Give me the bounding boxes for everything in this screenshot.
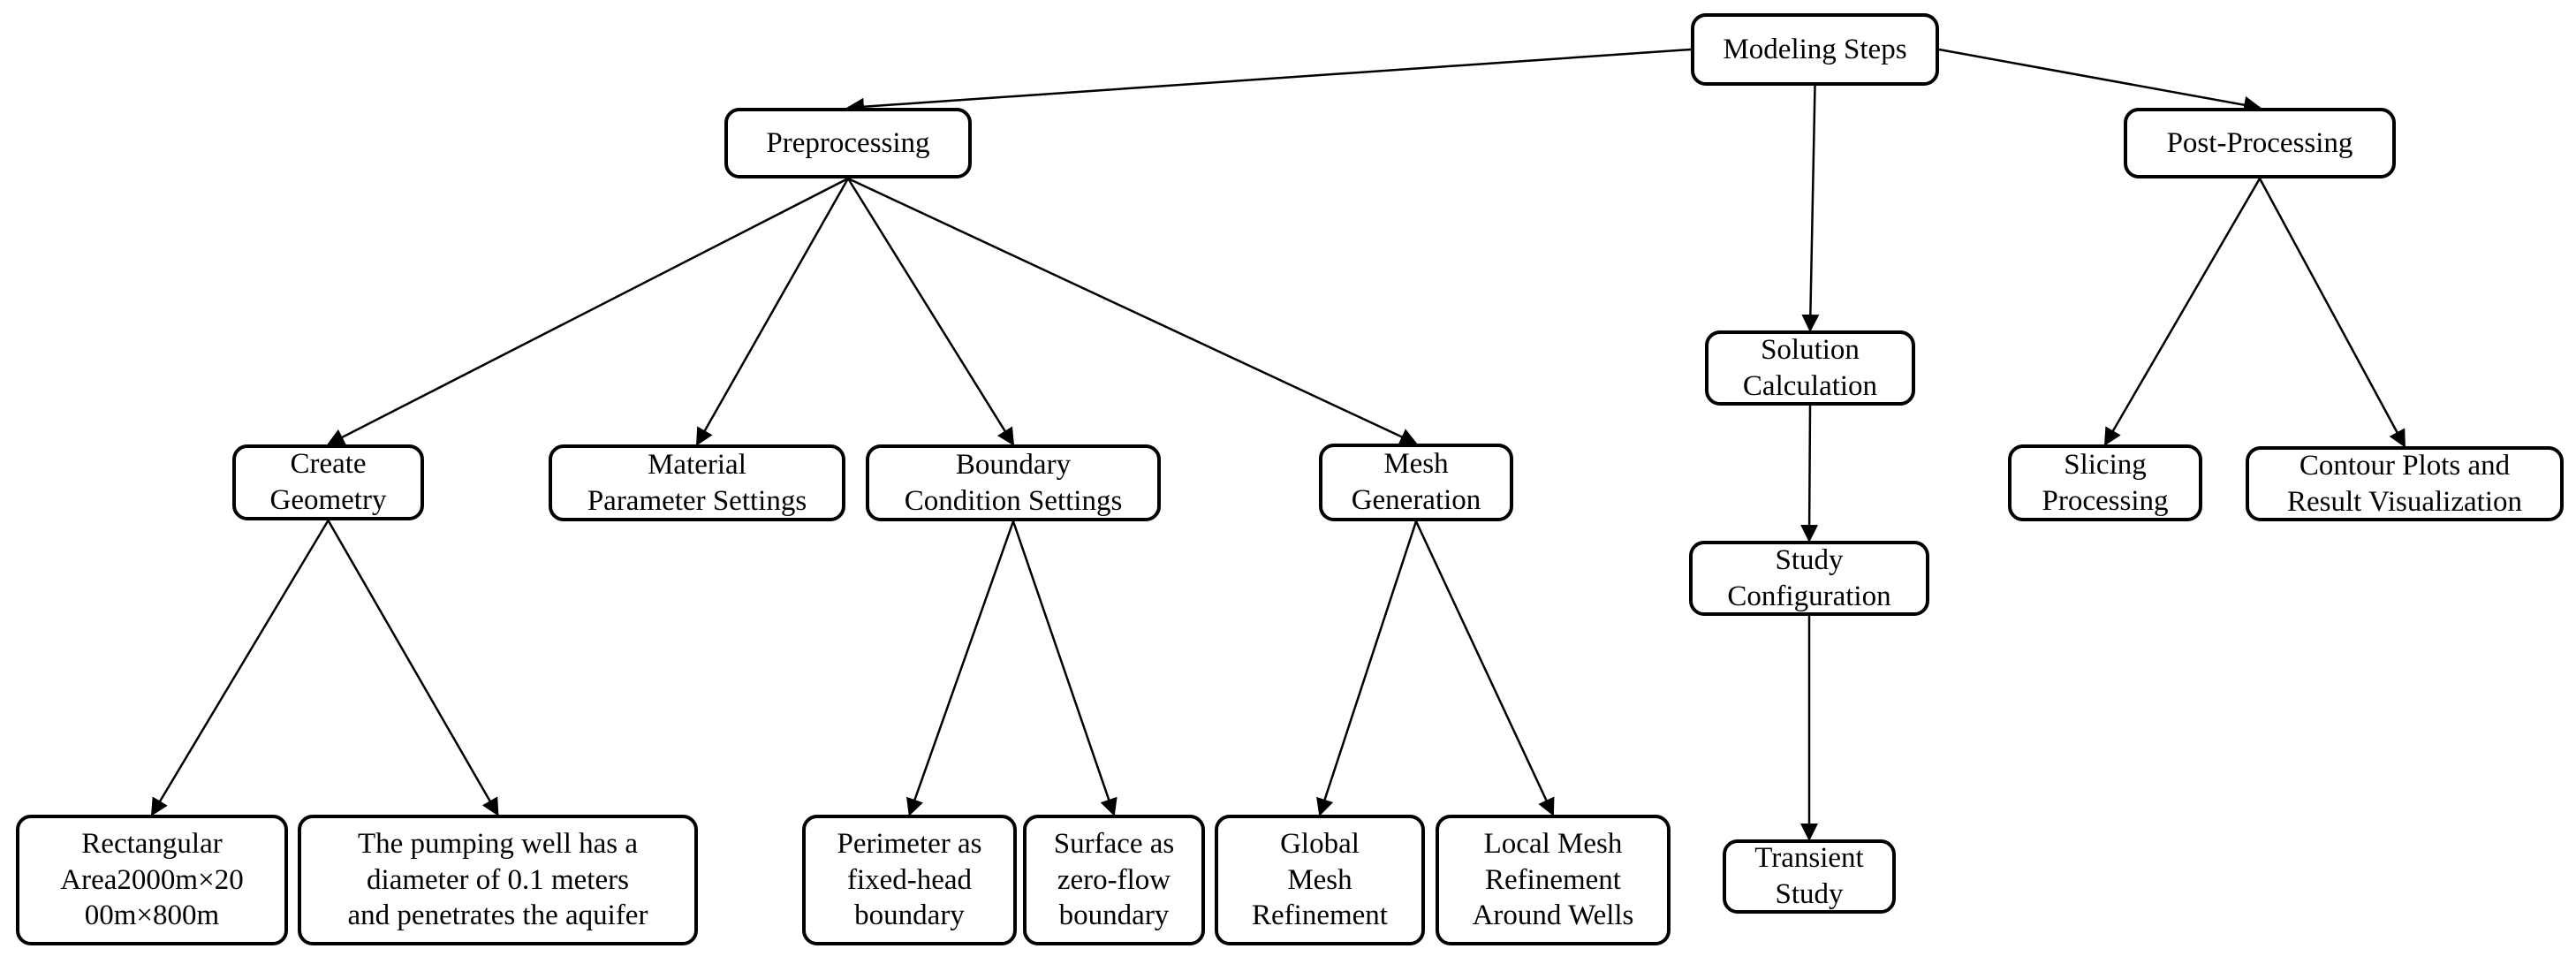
node-study-configuration: Study Configuration: [1689, 541, 1929, 616]
node-solution-calculation: Solution Calculation: [1705, 330, 1915, 406]
node-pumping-well: The pumping well has a diameter of 0.1 m…: [298, 815, 698, 945]
node-mesh-generation: Mesh Generation: [1319, 444, 1513, 521]
node-transient-study: Transient Study: [1723, 839, 1896, 914]
node-surface-zero-flow: Surface as zero-flow boundary: [1023, 815, 1205, 945]
node-slicing-processing: Slicing Processing: [2008, 444, 2202, 521]
node-preprocessing: Preprocessing: [724, 108, 972, 178]
node-modeling-steps: Modeling Steps: [1691, 13, 1939, 86]
node-post-processing: Post-Processing: [2124, 108, 2396, 178]
node-create-geometry: Create Geometry: [232, 444, 424, 520]
node-perimeter-fixed-head: Perimeter as fixed-head boundary: [802, 815, 1017, 945]
node-local-mesh-refinement: Local Mesh Refinement Around Wells: [1436, 815, 1671, 945]
node-material-parameter-settings: Material Parameter Settings: [549, 444, 845, 521]
node-boundary-condition-settings: Boundary Condition Settings: [866, 444, 1161, 521]
node-contour-plots-result-visualization: Contour Plots and Result Visualization: [2246, 446, 2564, 521]
node-global-mesh-refinement: Global Mesh Refinement: [1215, 815, 1425, 945]
node-rectangular-area: Rectangular Area2000m×20 00m×800m: [16, 815, 288, 945]
